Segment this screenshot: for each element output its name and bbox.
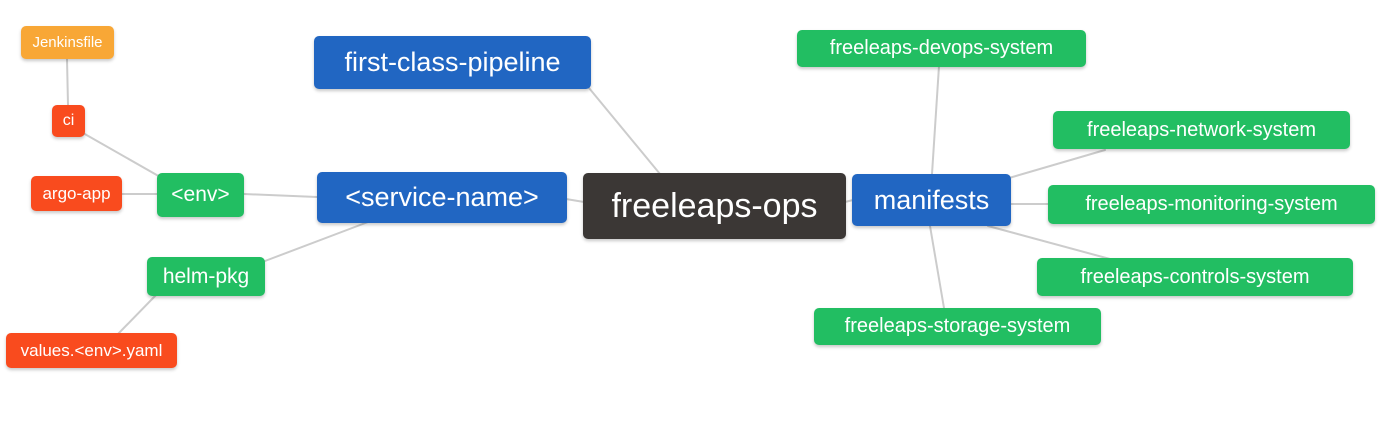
node-jenkinsfile[interactable]: Jenkinsfile bbox=[21, 26, 114, 59]
edge-manifests-to-freeleaps-network-system bbox=[1008, 149, 1106, 179]
node-values-env-yaml[interactable]: values.<env>.yaml bbox=[6, 333, 177, 368]
edge-jenkinsfile-to-ci bbox=[66, 58, 69, 106]
node-ci[interactable]: ci bbox=[52, 105, 85, 137]
node-manifests[interactable]: manifests bbox=[852, 174, 1011, 226]
node-label: freeleaps-controls-system bbox=[1080, 265, 1310, 288]
node-freeleaps-monitoring-system[interactable]: freeleaps-monitoring-system bbox=[1048, 185, 1375, 224]
edge-values-env-yaml-to-helm-pkg bbox=[117, 293, 158, 335]
node-argo-app[interactable]: argo-app bbox=[31, 176, 122, 211]
edge-ci-to-env bbox=[82, 132, 163, 179]
node-freeleaps-storage-system[interactable]: freeleaps-storage-system bbox=[814, 308, 1101, 345]
node-label: freeleaps-monitoring-system bbox=[1085, 193, 1338, 215]
edge-service-name-to-freeleaps-ops bbox=[565, 198, 585, 203]
node-label: freeleaps-network-system bbox=[1087, 118, 1316, 141]
edge-first-class-pipeline-to-freeleaps-ops bbox=[588, 87, 661, 175]
edge-manifests-to-freeleaps-devops-system bbox=[931, 65, 940, 175]
edge-freeleaps-ops-to-manifests bbox=[844, 199, 854, 203]
node-label: Jenkinsfile bbox=[32, 34, 103, 51]
node-label: <env> bbox=[171, 183, 230, 206]
node-label: first-class-pipeline bbox=[344, 47, 561, 77]
node-label: freeleaps-ops bbox=[611, 186, 818, 225]
edge-manifests-to-freeleaps-storage-system bbox=[929, 225, 945, 309]
node-label: freeleaps-devops-system bbox=[829, 37, 1054, 59]
node-freeleaps-network-system[interactable]: freeleaps-network-system bbox=[1053, 111, 1350, 149]
node-label: <service-name> bbox=[345, 182, 539, 212]
node-label: values.<env>.yaml bbox=[20, 340, 163, 360]
node-freeleaps-ops[interactable]: freeleaps-ops bbox=[583, 173, 846, 239]
node-first-class-pipeline[interactable]: first-class-pipeline bbox=[314, 36, 591, 89]
node-env[interactable]: <env> bbox=[157, 173, 244, 217]
edge-helm-pkg-to-service-name bbox=[264, 221, 369, 262]
node-label: freeleaps-storage-system bbox=[844, 315, 1071, 337]
node-label: argo-app bbox=[42, 183, 111, 203]
node-helm-pkg[interactable]: helm-pkg bbox=[147, 257, 265, 296]
node-label: manifests bbox=[873, 184, 990, 215]
edge-manifests-to-freeleaps-controls-system bbox=[987, 225, 1111, 260]
node-label: helm-pkg bbox=[162, 264, 250, 288]
node-service-name[interactable]: <service-name> bbox=[317, 172, 567, 223]
node-label: ci bbox=[62, 112, 75, 129]
edge-env-to-service-name bbox=[243, 193, 318, 198]
node-freeleaps-devops-system[interactable]: freeleaps-devops-system bbox=[797, 30, 1086, 67]
node-freeleaps-controls-system[interactable]: freeleaps-controls-system bbox=[1037, 258, 1353, 296]
